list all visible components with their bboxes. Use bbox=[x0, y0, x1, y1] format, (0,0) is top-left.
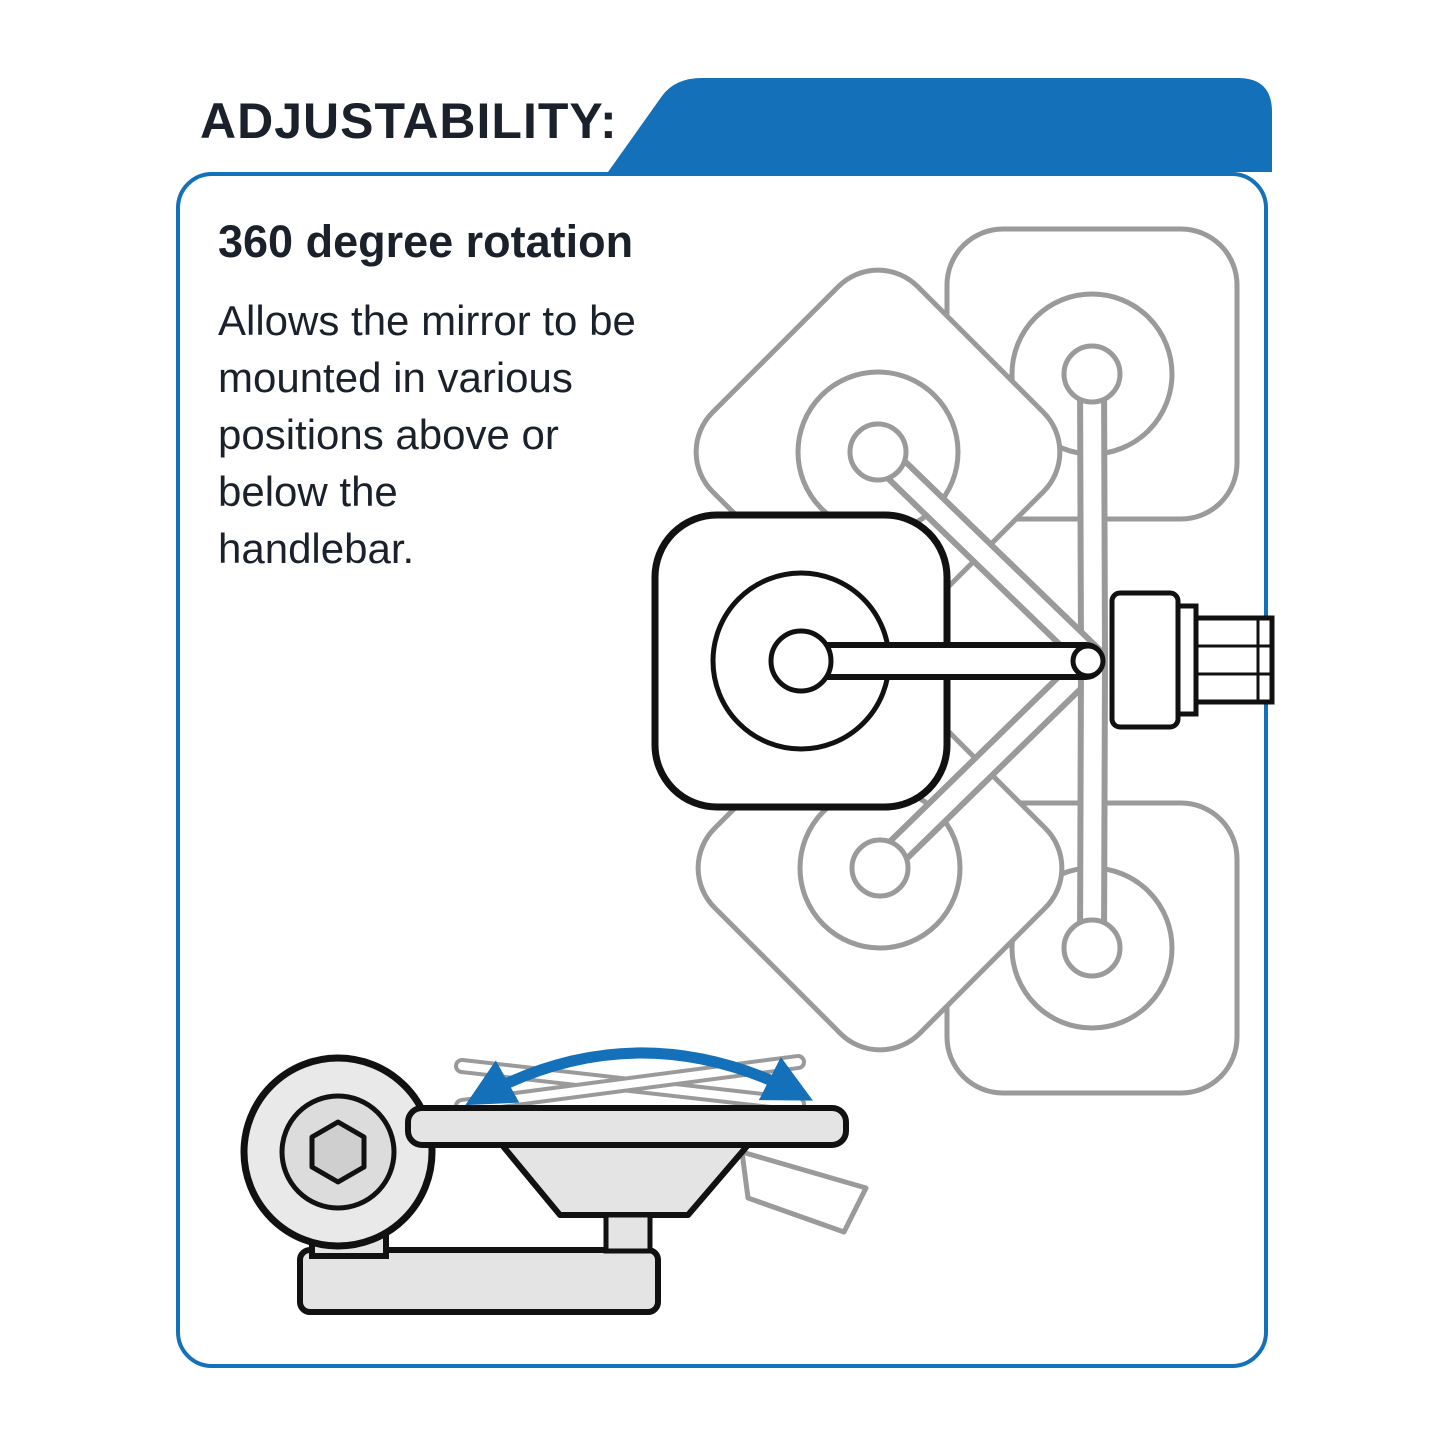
mirror-main bbox=[651, 511, 1106, 811]
mirror-housing-side bbox=[499, 1142, 751, 1218]
handlebar-mount bbox=[1109, 590, 1275, 730]
section-heading: 360 degree rotation bbox=[218, 216, 634, 267]
pivot-point bbox=[1070, 643, 1106, 679]
side-view-diagram bbox=[240, 1047, 869, 1315]
banner-shape bbox=[608, 78, 1272, 172]
page-title: ADJUSTABILITY: bbox=[200, 93, 618, 149]
mirror-stem-side bbox=[603, 1212, 653, 1254]
body-text: Allows the mirror to be mounted in vario… bbox=[218, 292, 636, 577]
body-line: below the bbox=[218, 468, 398, 515]
mirror-arm-side bbox=[405, 1105, 849, 1148]
body-line: mounted in various bbox=[218, 354, 573, 401]
clamp-base bbox=[297, 1247, 661, 1315]
mirror-ghost-pivots bbox=[847, 343, 1123, 979]
hex-bolt-icon bbox=[309, 1119, 367, 1185]
mirror-ghost-side bbox=[739, 1149, 869, 1235]
mirror-ghost-arms bbox=[863, 359, 1108, 963]
mirror-main-pivot bbox=[768, 628, 834, 694]
body-line: Allows the mirror to be bbox=[218, 297, 636, 344]
body-line: positions above or bbox=[218, 411, 559, 458]
body-line: handlebar. bbox=[218, 525, 415, 572]
rotation-diagram bbox=[651, 226, 1275, 1096]
rotation-arrow-icon bbox=[465, 1047, 813, 1106]
